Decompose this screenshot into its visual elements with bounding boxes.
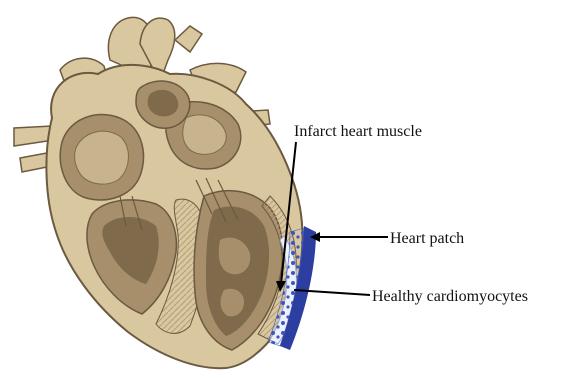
heart-patch-label: Heart patch <box>390 231 464 247</box>
healthy-cardiomyocytes-label: Healthy cardiomyocytes <box>372 289 528 305</box>
infarct-label: Infarct heart muscle <box>294 124 422 140</box>
